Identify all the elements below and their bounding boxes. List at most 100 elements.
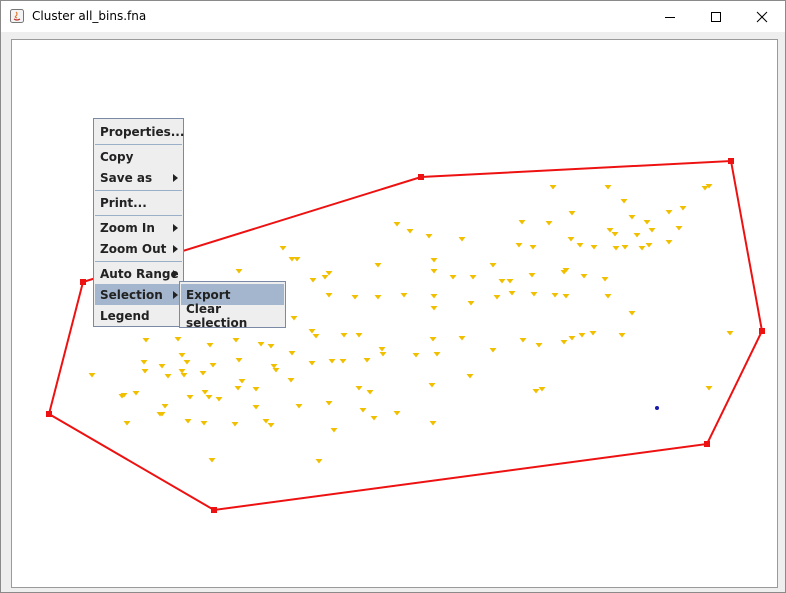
menu-item-clear-selection[interactable]: Clear selection bbox=[181, 302, 284, 330]
menu-item-legend[interactable]: Legend bbox=[95, 305, 182, 326]
menu-item-export[interactable]: Export bbox=[181, 284, 284, 305]
data-point-marker bbox=[308, 329, 316, 334]
data-point-marker bbox=[643, 220, 651, 225]
data-point-marker bbox=[567, 237, 575, 242]
minimize-button[interactable] bbox=[647, 1, 693, 32]
data-point-marker bbox=[252, 387, 260, 392]
data-point-marker bbox=[262, 419, 270, 424]
data-point-marker bbox=[186, 395, 194, 400]
selection-polygon[interactable] bbox=[47, 159, 764, 512]
data-point-marker bbox=[180, 373, 188, 378]
title-bar[interactable]: Cluster all_bins.fna bbox=[1, 1, 785, 32]
data-point-marker bbox=[178, 353, 186, 358]
data-point-marker bbox=[428, 383, 436, 388]
data-point-marker bbox=[325, 271, 333, 276]
data-point-marker bbox=[366, 390, 374, 395]
submenu-arrow-icon bbox=[173, 291, 178, 299]
data-point-marker bbox=[518, 220, 526, 225]
polygon-vertex-handle[interactable] bbox=[80, 279, 86, 285]
data-point-marker bbox=[363, 358, 371, 363]
data-point-marker bbox=[378, 347, 386, 352]
polygon-vertex-handle[interactable] bbox=[728, 158, 734, 164]
data-point-marker bbox=[355, 386, 363, 391]
data-point-marker bbox=[208, 458, 216, 463]
menu-item-selection[interactable]: Selection bbox=[95, 284, 182, 305]
data-point-marker bbox=[234, 386, 242, 391]
data-point-marker bbox=[611, 232, 619, 237]
data-points bbox=[88, 184, 734, 464]
data-point-marker bbox=[312, 334, 320, 339]
data-point-marker bbox=[272, 368, 280, 373]
data-point-marker bbox=[393, 411, 401, 416]
data-point-marker bbox=[235, 358, 243, 363]
data-point-marker bbox=[374, 263, 382, 268]
data-point-marker bbox=[140, 360, 148, 365]
menu-label: Zoom Out bbox=[100, 241, 167, 256]
maximize-button[interactable] bbox=[693, 1, 739, 32]
close-icon bbox=[756, 11, 768, 22]
polygon-vertex-handle[interactable] bbox=[704, 441, 710, 447]
data-point-marker bbox=[489, 348, 497, 353]
data-point-marker bbox=[199, 371, 207, 376]
menu-label: Print... bbox=[100, 195, 147, 210]
menu-item-auto-range[interactable]: Auto Range bbox=[95, 263, 182, 284]
data-point-marker bbox=[493, 295, 501, 300]
data-point-marker bbox=[726, 331, 734, 336]
polygon-vertex-handle[interactable] bbox=[759, 328, 765, 334]
data-point-marker bbox=[158, 364, 166, 369]
data-point-marker bbox=[430, 269, 438, 274]
menu-item-copy[interactable]: Copy bbox=[95, 146, 182, 167]
data-point-marker bbox=[267, 344, 275, 349]
selection-vertices[interactable] bbox=[46, 158, 765, 513]
data-point-marker bbox=[315, 459, 323, 464]
minimize-icon bbox=[665, 16, 675, 18]
scatter-plot[interactable] bbox=[12, 40, 777, 587]
menu-label: Selection bbox=[100, 287, 163, 302]
data-point-marker bbox=[498, 279, 506, 284]
menu-label: Zoom In bbox=[100, 220, 155, 235]
data-point-marker bbox=[568, 336, 576, 341]
data-point-marker bbox=[164, 374, 172, 379]
menu-item-properties[interactable]: Properties... bbox=[95, 121, 184, 142]
data-point-marker bbox=[308, 361, 316, 366]
menu-item-save-as[interactable]: Save as bbox=[95, 167, 182, 188]
data-point-marker bbox=[232, 338, 240, 343]
data-point-marker bbox=[279, 246, 287, 251]
polygon-vertex-handle[interactable] bbox=[211, 507, 217, 513]
data-point-marker bbox=[231, 422, 239, 427]
data-point-marker bbox=[351, 295, 359, 300]
data-point-marker bbox=[430, 294, 438, 299]
data-point-marker bbox=[621, 245, 629, 250]
data-point-marker bbox=[429, 421, 437, 426]
data-point-marker bbox=[132, 391, 140, 396]
data-point-marker bbox=[506, 279, 514, 284]
menu-item-zoom-in[interactable]: Zoom In bbox=[95, 217, 182, 238]
data-point-marker bbox=[257, 342, 265, 347]
data-point-marker bbox=[379, 352, 387, 357]
data-point-marker bbox=[400, 293, 408, 298]
menu-label: Clear selection bbox=[186, 301, 248, 330]
java-app-icon bbox=[10, 9, 24, 23]
data-point-marker bbox=[701, 186, 709, 191]
data-point-marker bbox=[551, 293, 559, 298]
menu-item-zoom-out[interactable]: Zoom Out bbox=[95, 238, 182, 259]
data-point-marker bbox=[529, 245, 537, 250]
polygon-vertex-handle[interactable] bbox=[418, 174, 424, 180]
data-point-marker bbox=[325, 401, 333, 406]
data-point-marker bbox=[430, 258, 438, 263]
data-point-marker bbox=[141, 369, 149, 374]
data-point-marker bbox=[633, 233, 641, 238]
polygon-vertex-handle[interactable] bbox=[46, 411, 52, 417]
menu-label: Copy bbox=[100, 149, 134, 164]
data-point-marker bbox=[359, 408, 367, 413]
data-point-marker bbox=[469, 275, 477, 280]
data-point-marker bbox=[200, 421, 208, 426]
menu-item-print[interactable]: Print... bbox=[95, 192, 182, 213]
data-point-marker bbox=[158, 412, 166, 417]
close-button[interactable] bbox=[739, 1, 785, 32]
data-point-marker bbox=[467, 301, 475, 306]
data-point-marker bbox=[295, 404, 303, 409]
data-point-marker bbox=[515, 243, 523, 248]
data-point-marker bbox=[425, 234, 433, 239]
data-point-marker bbox=[174, 337, 182, 342]
